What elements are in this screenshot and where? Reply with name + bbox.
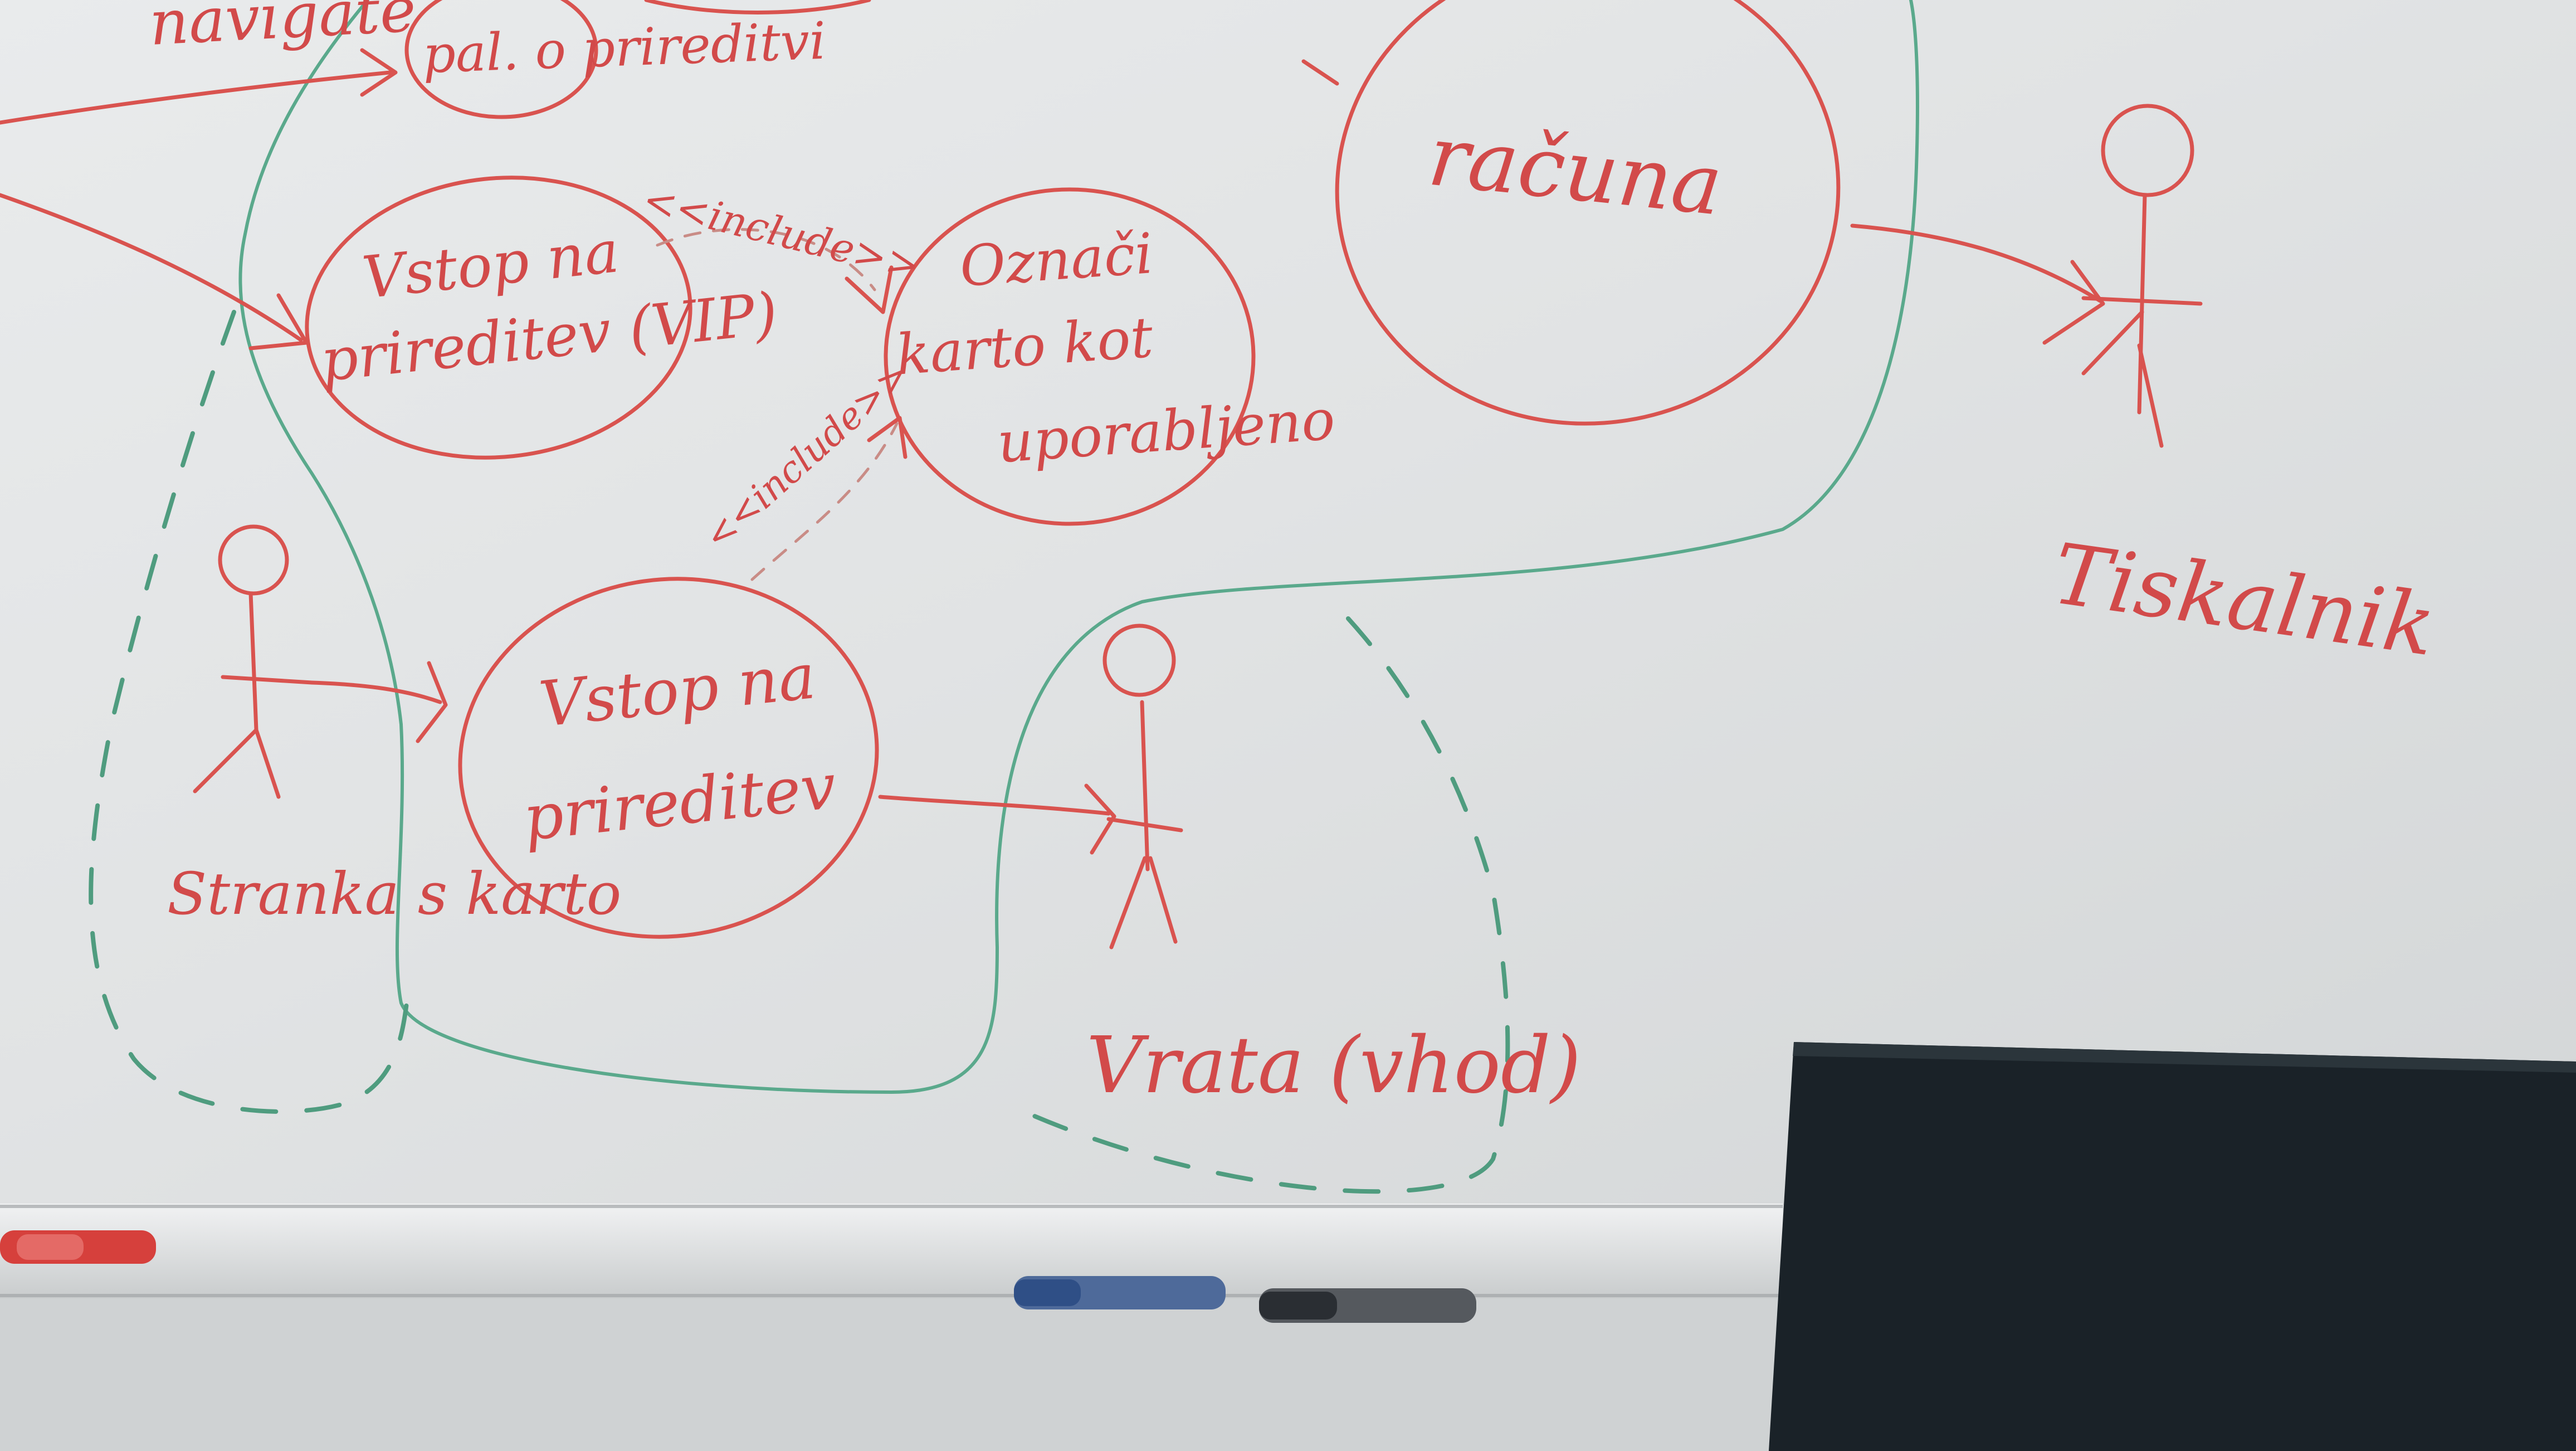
arrow-actor-to-entry [310,661,448,743]
red-marker[interactable] [0,1230,156,1264]
actor-customer-label: Stranka s karto [167,860,621,928]
use-case-top-partial[interactable] [404,0,598,119]
use-case-top-partial-label: pal. o prireditvi [422,11,827,85]
use-case-top-right[interactable] [1321,0,1854,440]
actor-customer-icon[interactable] [193,524,314,799]
black-marker[interactable] [1259,1288,1476,1323]
arrow-left-to-vip [0,193,309,350]
actor-printer-icon[interactable] [2081,104,2203,448]
use-case-vip-entry[interactable] [293,159,704,476]
monitor [1769,1042,2576,1451]
customer-line-1: Stranka s karto [167,860,621,928]
marker-tray [0,1204,1783,1298]
whiteboard-surface [0,0,2576,1226]
line-top-right [1301,59,1339,86]
use-case-entry[interactable] [437,552,900,963]
system-boundary [238,0,1919,1094]
include-relation-1 [656,228,894,314]
actor-gate-icon[interactable] [1102,624,1183,950]
actor-group-bottom-boundary [1028,616,1510,1194]
arrow-entry-to-gate [878,783,1116,855]
blue-marker[interactable] [1014,1276,1226,1309]
top-oval-arc [644,0,871,14]
actor-gate-label: Vrata (vhod) [1086,1020,1581,1111]
identify-line-1: Označi [958,221,1155,299]
use-case-identify[interactable] [884,187,1256,526]
include-relation-2 [750,416,908,581]
arrow-to-printer [1850,223,2105,345]
arrow-topleft [0,48,398,125]
